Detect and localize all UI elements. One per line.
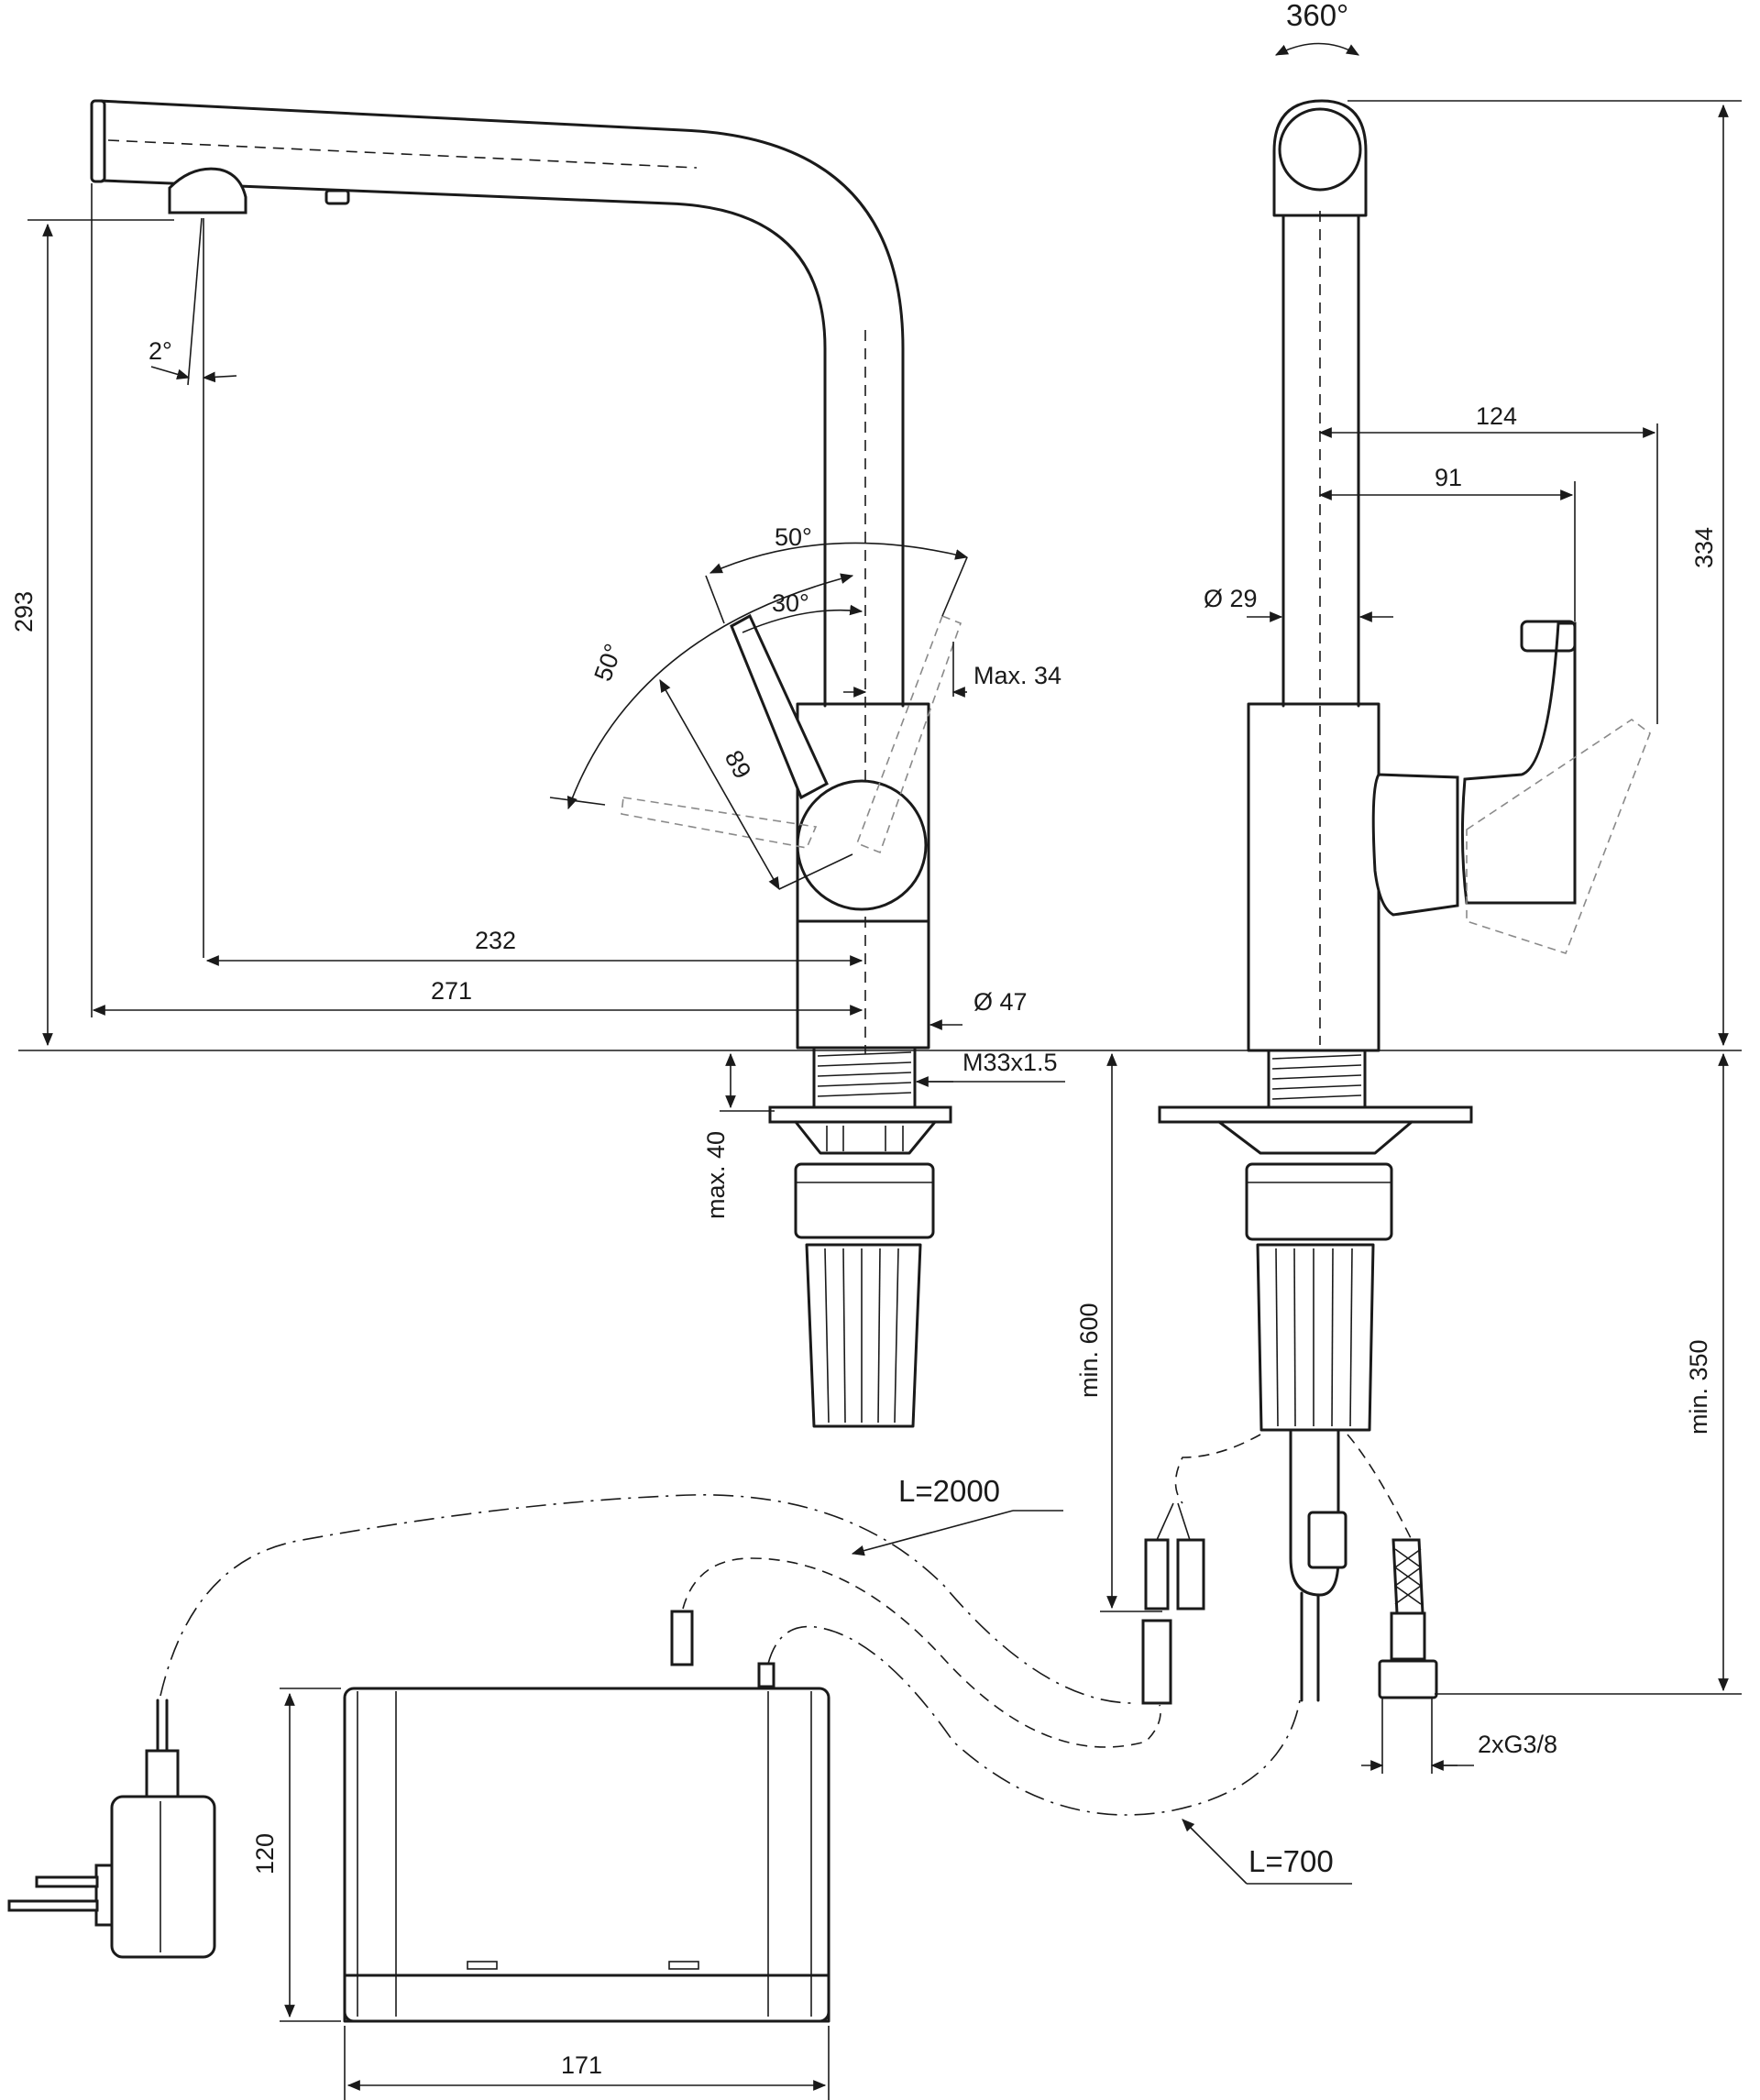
connection-label: 2xG3/8	[1478, 1731, 1557, 1758]
lever-ghost-left	[621, 797, 818, 849]
dim-91-label: 91	[1435, 464, 1462, 491]
cable-route	[1174, 1434, 1261, 1504]
plug-b	[1176, 1538, 1205, 1611]
lever-ghost-right	[855, 614, 962, 854]
max40-label: max. 40	[702, 1131, 730, 1219]
side-bracket	[1217, 1120, 1414, 1155]
mount-nut	[794, 1162, 935, 1239]
min350-label: min. 350	[1685, 1339, 1712, 1435]
adapter-strain	[145, 1749, 180, 1798]
cable-output-path	[767, 1625, 1301, 1816]
angle-30-arc	[742, 604, 864, 633]
dim-124-label: 124	[1476, 402, 1517, 430]
box-outline	[343, 1687, 830, 2023]
side-washer	[1158, 1105, 1473, 1124]
side-thread-hatch	[1271, 1054, 1362, 1100]
plug-wires	[1156, 1502, 1191, 1541]
angle-50-top-label: 50°	[775, 523, 812, 551]
side-spout-ring	[1278, 107, 1362, 192]
hose-fitting	[1390, 1611, 1426, 1661]
front-view	[90, 99, 962, 1428]
angle-50-left-label: 50°	[588, 640, 627, 685]
side-body	[1247, 702, 1380, 1052]
mount-bracket	[794, 1120, 937, 1155]
box-height-label: 120	[251, 1833, 279, 1875]
spout-inner	[101, 179, 827, 708]
thread-label: M33x1.5	[962, 1049, 1058, 1076]
box-base	[343, 1974, 830, 2023]
cable-700-label: L=700	[1248, 1844, 1334, 1878]
power-adapter	[7, 1699, 216, 1959]
dim-334-label: 334	[1690, 527, 1718, 568]
thread-shank	[812, 1046, 917, 1109]
box-top-stub	[757, 1662, 776, 1688]
angle-30-label: 30°	[772, 589, 809, 617]
dim-232-label: 232	[475, 927, 516, 954]
sensor-nub	[324, 189, 350, 205]
plug-a	[1144, 1538, 1170, 1611]
plug-c	[1141, 1619, 1172, 1705]
adapter-pin	[35, 1875, 99, 1888]
box-foot	[467, 1961, 498, 1970]
spout-outline	[97, 99, 905, 708]
aerator	[168, 167, 248, 214]
dim-293-label: 293	[10, 591, 38, 632]
adapter-housing	[110, 1795, 216, 1959]
hose-nut	[1378, 1659, 1438, 1699]
tilt-arrow	[150, 366, 191, 379]
dia47-label: Ø 47	[974, 988, 1028, 1016]
rotation-label: 360°	[1286, 0, 1348, 32]
box-width-label: 171	[561, 2051, 602, 2079]
dim-271-label: 271	[431, 977, 472, 1005]
tilt-line-b	[187, 217, 203, 386]
cable-2000-label: L=2000	[898, 1474, 1000, 1508]
side-ribbed-sleeve	[1256, 1243, 1375, 1432]
angle-ext	[941, 556, 968, 617]
thread-hatch	[817, 1051, 912, 1097]
hose-route	[1347, 1434, 1413, 1541]
cable-2000-arrow	[851, 1510, 1014, 1556]
min600-label: min. 600	[1075, 1303, 1103, 1398]
centre-pipe	[1289, 1430, 1340, 1597]
angle-ext	[549, 797, 606, 806]
mount-washer	[768, 1105, 952, 1124]
side-spout-head	[1272, 99, 1368, 217]
cable-700-arrow	[1182, 1819, 1248, 1885]
side-lever-ghost	[1466, 719, 1651, 954]
tilt-arrow	[202, 371, 237, 383]
side-dimensions: 334 124 91 Ø 29 min. 600 min. 350 2xG3/8	[1075, 100, 1742, 1774]
side-nut	[1245, 1162, 1393, 1241]
hose-braid	[1394, 1548, 1422, 1605]
side-lever-top	[1520, 620, 1577, 653]
angle-ext	[705, 575, 725, 624]
spout-tip	[90, 99, 106, 183]
sleeve-ribs	[824, 1248, 899, 1424]
dia29-label: Ø 29	[1204, 585, 1258, 612]
side-lever-hub	[1371, 773, 1459, 917]
angle-50-top-arc	[709, 542, 969, 574]
spout-centre-dashed	[107, 139, 698, 169]
ext-line	[778, 853, 853, 890]
ribbed-sleeve	[805, 1243, 922, 1428]
box-top-plug	[670, 1610, 694, 1666]
dim-89-label: 89	[720, 746, 757, 784]
cable-700-path	[682, 1557, 1161, 1748]
dim-89-line	[659, 678, 780, 891]
cable-2000-path	[160, 1494, 1138, 1704]
adapter-plug	[94, 1864, 114, 1927]
cable-routes: L=2000 L=700	[160, 1474, 1352, 1885]
side-sleeve-ribs	[1275, 1248, 1353, 1427]
side-view: 360°	[1141, 0, 1651, 1705]
pipe-coupler	[1307, 1511, 1348, 1569]
rotation-arc	[1274, 42, 1360, 56]
heater-box: 120 171	[251, 1687, 830, 2100]
angle-50-left-arc	[566, 573, 854, 810]
adapter-pin	[7, 1899, 99, 1912]
side-lever-handle	[1460, 621, 1577, 905]
max34-label: Max. 34	[974, 662, 1062, 689]
box-foot	[668, 1961, 699, 1970]
tilt-label: 2°	[148, 337, 172, 365]
